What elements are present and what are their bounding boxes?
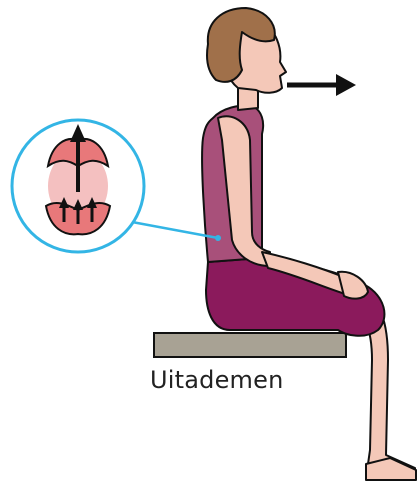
movement-arrow-icon xyxy=(287,74,356,96)
foot xyxy=(366,458,416,480)
seated-woman-figure xyxy=(202,8,416,480)
caption-label: Uitademen xyxy=(150,366,284,394)
breathing-zoom-icon xyxy=(12,120,144,252)
stool xyxy=(154,333,346,357)
zoom-point xyxy=(215,235,221,241)
small-up-arrows-icon xyxy=(59,197,97,224)
